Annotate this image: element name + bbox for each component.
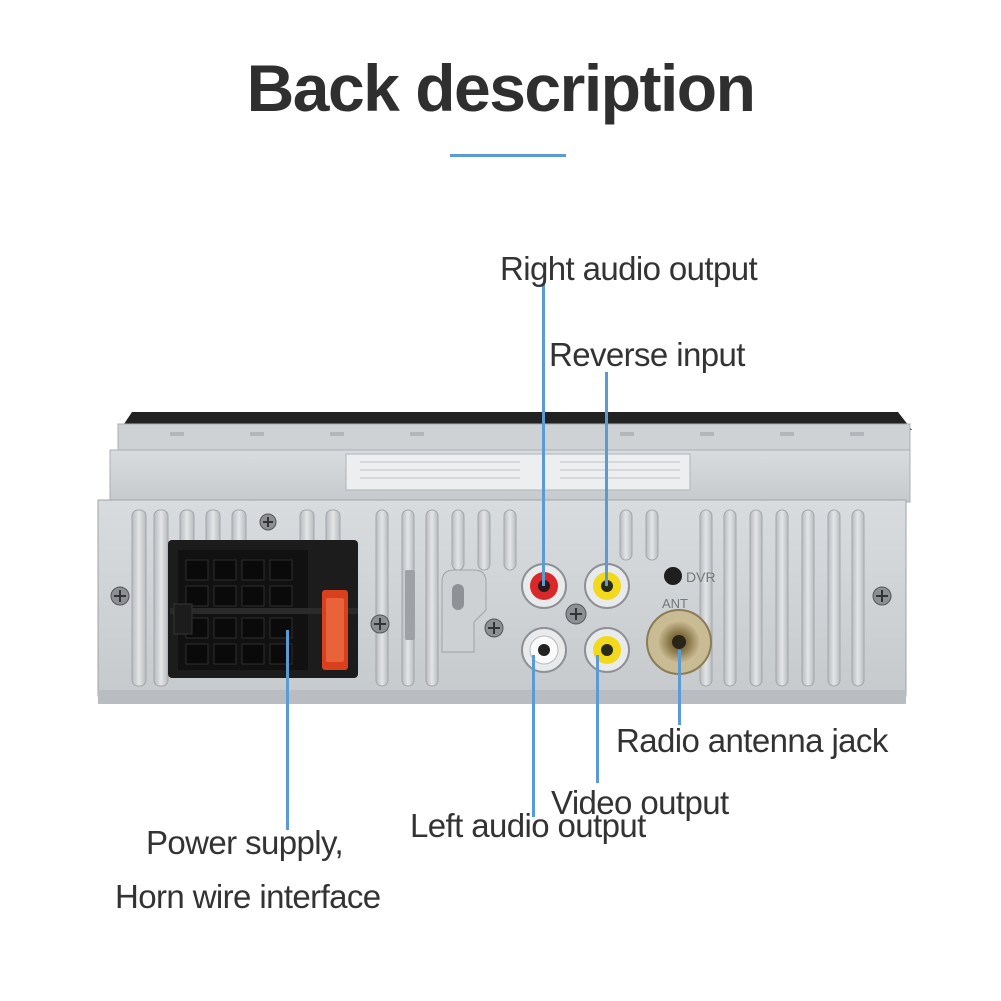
label-reverse-input: Reverse input — [549, 336, 745, 373]
ant-text: ANT — [662, 596, 688, 611]
antenna-jack — [646, 609, 712, 675]
page-title: Back description — [246, 51, 756, 125]
rca-video — [584, 627, 630, 673]
rca-right-audio — [521, 563, 567, 609]
label-radio-antenna-jack: Radio antenna jack — [616, 722, 888, 759]
leader-video — [596, 655, 599, 783]
title-underline — [450, 154, 566, 157]
rca-left-audio — [521, 627, 567, 673]
label-right-audio-output: Right audio output — [500, 250, 758, 287]
label-video-output: Video output — [551, 784, 729, 821]
leader-reverse — [605, 372, 608, 586]
leader-antenna — [678, 650, 681, 725]
dvr-text: DVR — [686, 569, 716, 585]
label-horn-wire-interface: Horn wire interface — [115, 878, 381, 915]
label-power-supply: Power supply, — [146, 824, 344, 861]
iso-connector — [168, 540, 358, 678]
leader-power — [286, 630, 289, 830]
leader-right-audio — [542, 284, 545, 586]
leader-left-audio — [532, 655, 535, 817]
label-left-audio-output: Left audio output — [410, 807, 646, 844]
